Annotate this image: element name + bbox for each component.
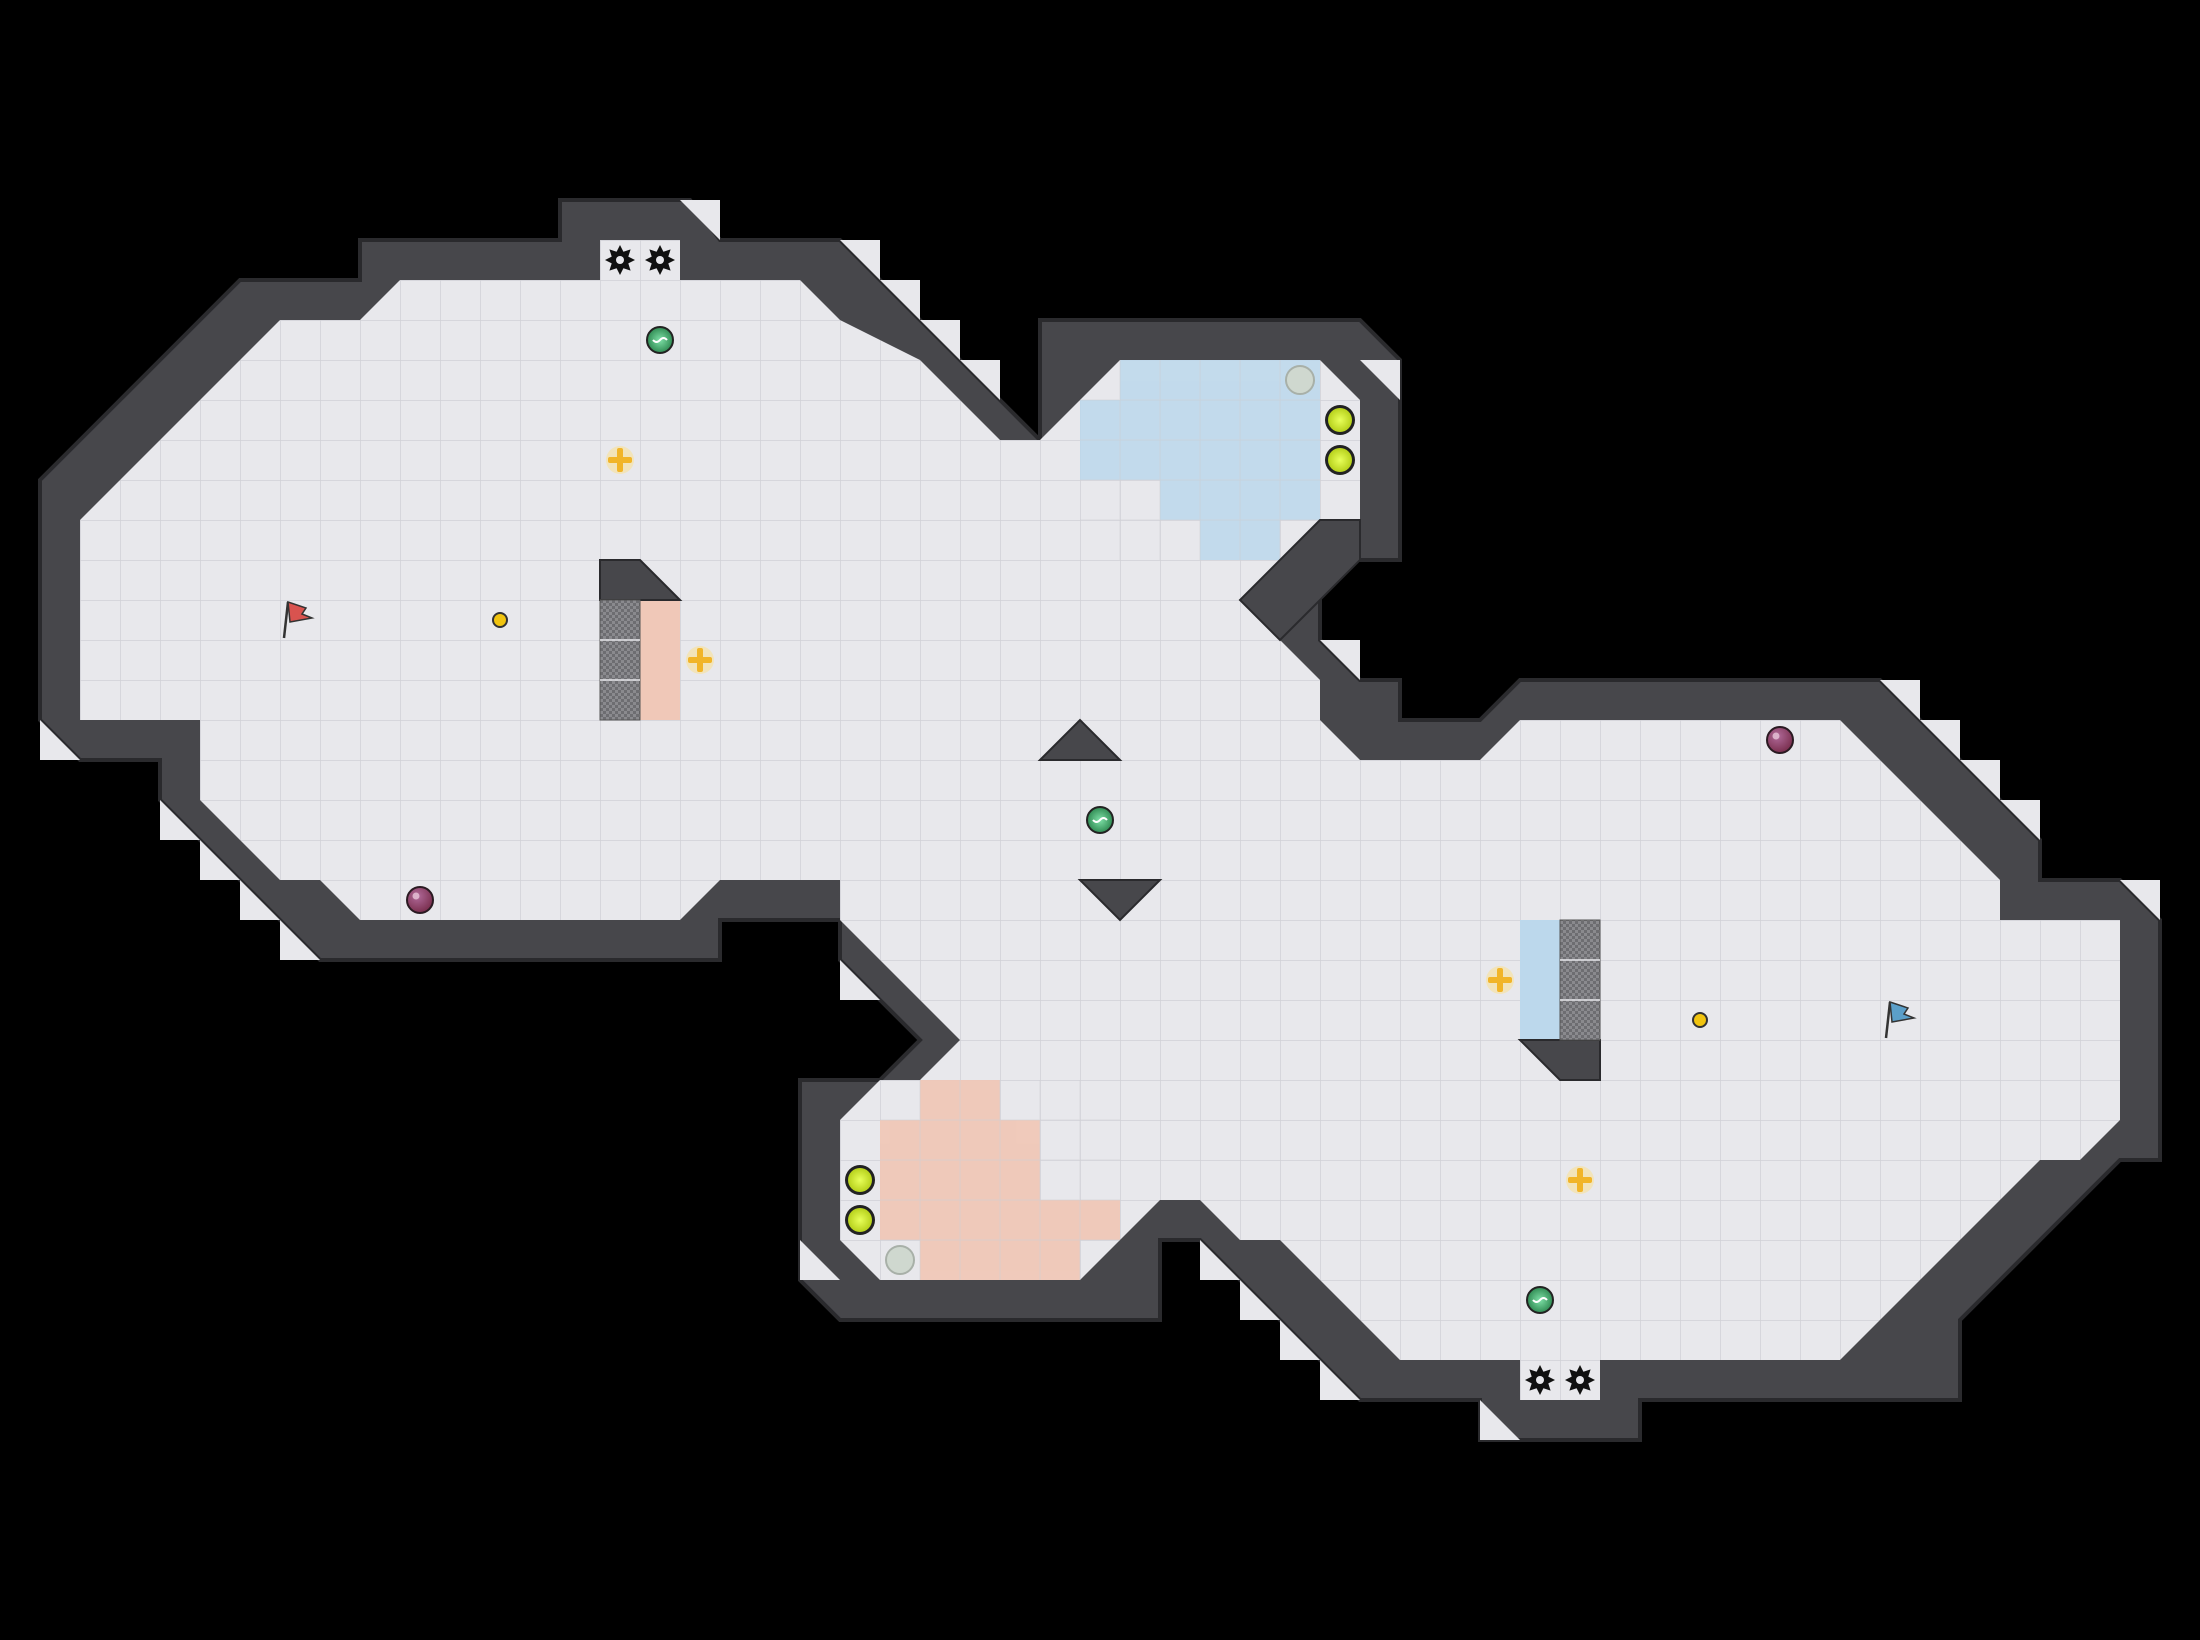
red-flag-icon [282, 600, 315, 639]
speed-boost-icon [845, 1165, 875, 1195]
inactive-portal-icon [1285, 365, 1315, 395]
spike-icon [605, 245, 635, 275]
floor [80, 240, 2120, 1400]
button-icon [606, 446, 634, 474]
blue-flag-icon [1884, 1000, 1917, 1039]
spike-icon [1525, 1365, 1555, 1395]
wall-corner-highlights [40, 200, 2160, 1440]
gate-dividers [600, 639, 1600, 1001]
blue-zone-strip [1520, 920, 1560, 1040]
center-triangle-up [1037, 718, 1123, 761]
button-icon [686, 646, 714, 674]
gate-left [599, 599, 641, 721]
speed-boost-icon [1325, 445, 1355, 475]
speed-boost-icon [845, 1205, 875, 1235]
spike-icon [1565, 1365, 1595, 1395]
inactive-portal-icon [885, 1245, 915, 1275]
powerup-icon [646, 326, 674, 354]
speed-boost-icon [1325, 405, 1355, 435]
portal-icon [1692, 1012, 1708, 1028]
red-zone-strip [640, 600, 680, 720]
interior-walls [599, 519, 1601, 1081]
bomb-icon [1766, 726, 1794, 754]
gates [599, 599, 1601, 1041]
zone-grid-overlay [880, 360, 1320, 1280]
team-zones [640, 360, 1560, 1280]
wall-bump-top-right [1238, 519, 1361, 642]
gate-right [1559, 919, 1601, 1041]
center-triangle-down [1077, 879, 1163, 922]
floor-area [80, 280, 2120, 1400]
portal-icon [492, 612, 508, 628]
wall-wedge-left [599, 559, 683, 601]
powerup-icon [1526, 1286, 1554, 1314]
entities [282, 245, 1917, 1395]
powerup-icon [1086, 806, 1114, 834]
button-icon [1486, 966, 1514, 994]
button-icon [1566, 1166, 1594, 1194]
spike-icon [645, 245, 675, 275]
bomb-icon [406, 886, 434, 914]
